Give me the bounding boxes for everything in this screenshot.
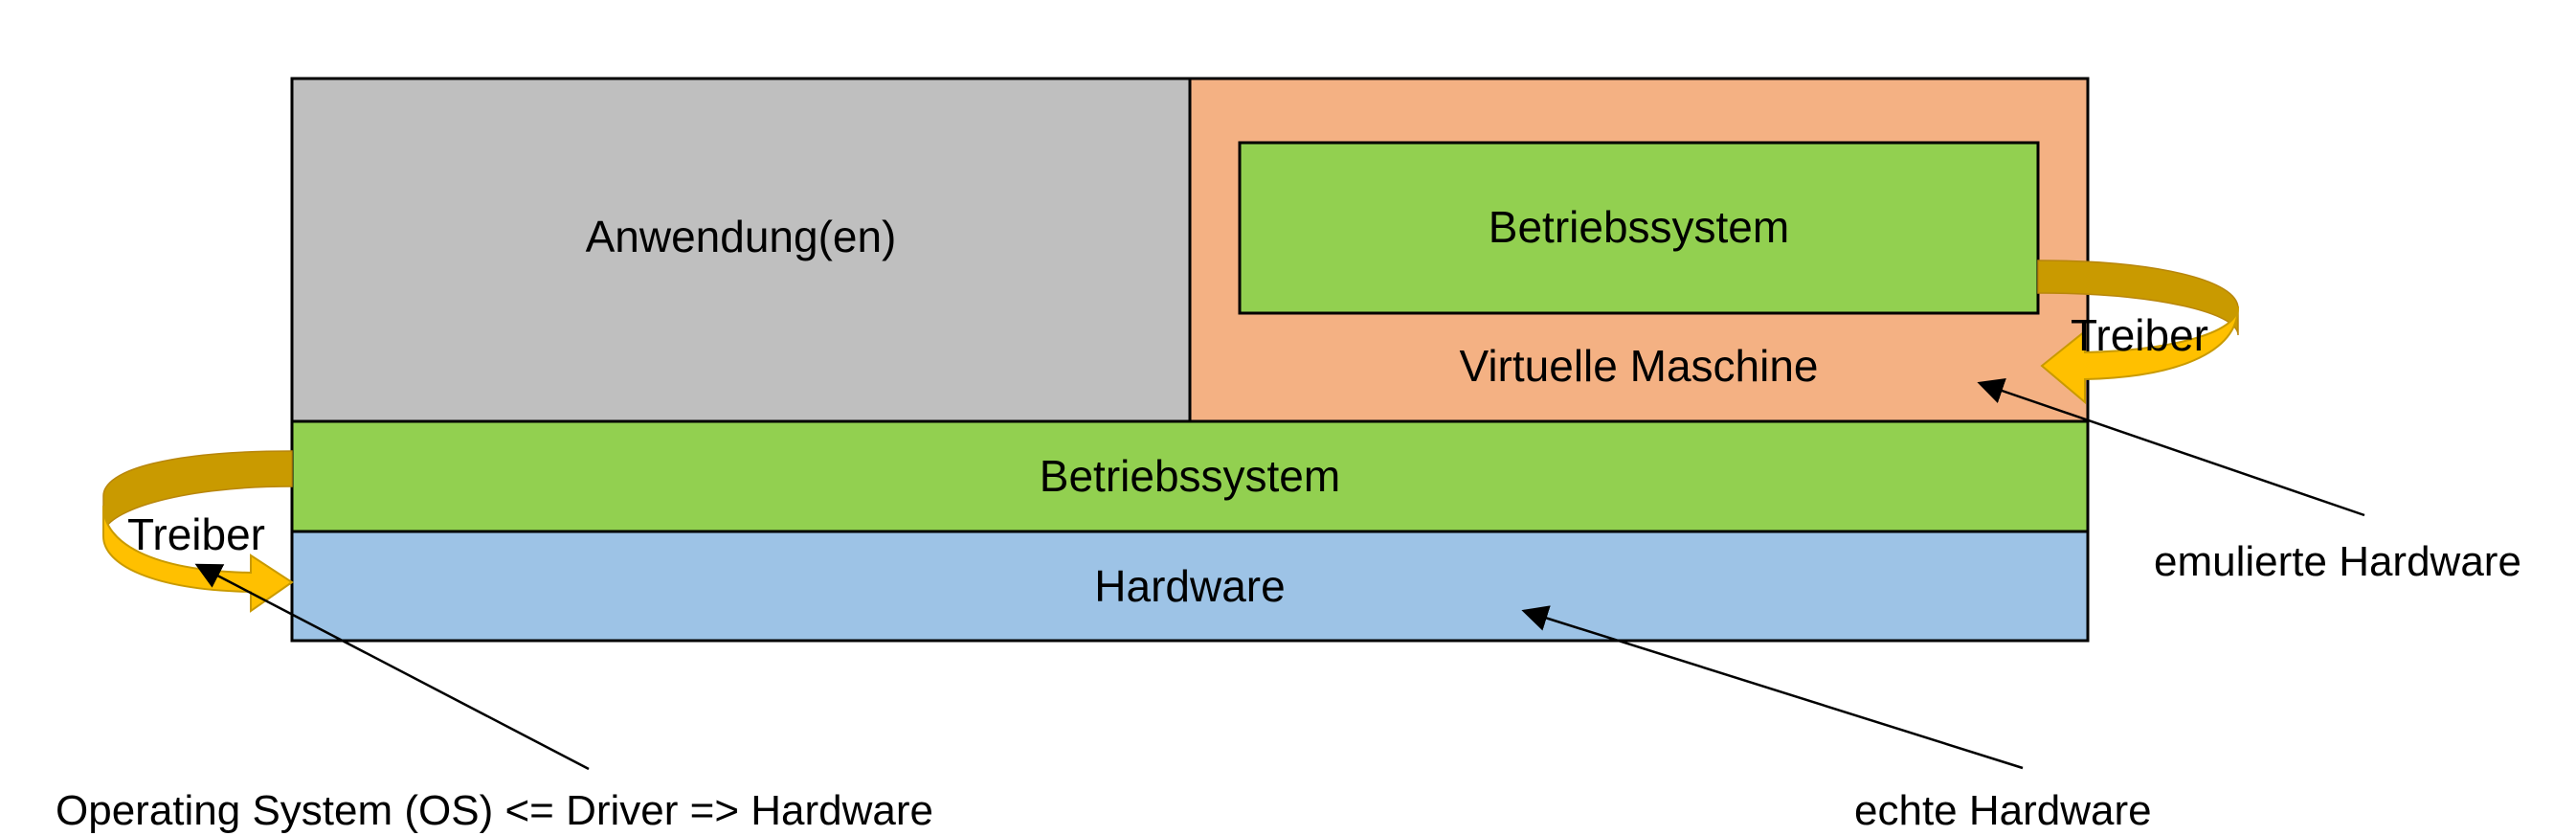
guest-os-box-fill <box>1238 141 2040 315</box>
virtual-machine-label: Virtuelle Maschine <box>1459 341 1818 391</box>
host-driver-label: Treiber <box>127 509 265 559</box>
os-driver-pointer <box>194 563 590 771</box>
guest-driver-arrow-top <box>2037 260 2239 336</box>
guest-os-box: Betriebssystem <box>1238 141 2040 315</box>
real-hardware-pointer <box>1521 605 2024 770</box>
guest-os-label: Betriebssystem <box>1489 202 1789 252</box>
hardware-box: Hardware <box>290 530 2090 643</box>
guest-driver-label: Treiber <box>2071 310 2208 360</box>
host-driver-arrow: Treiber <box>102 450 294 613</box>
os-driver-annotation: Operating System (OS) <= Driver => Hardw… <box>56 787 933 834</box>
applications-box-fill <box>290 77 1192 423</box>
host-driver-arrow-body <box>102 505 294 613</box>
real-hardware-annotation: echte Hardware <box>1854 787 2152 834</box>
applications-box: Anwendung(en) <box>290 77 1192 423</box>
emulated-hardware-pointer <box>1977 378 2365 517</box>
applications-label: Anwendung(en) <box>586 212 897 261</box>
host-os-box: Betriebssystem <box>290 419 2090 533</box>
guest-driver-arrow: Treiber <box>2037 260 2239 405</box>
hardware-box-fill <box>290 530 2090 643</box>
hardware-label: Hardware <box>1094 561 1285 611</box>
emulated-hardware-annotation: emulierte Hardware <box>2154 538 2521 585</box>
host-os-label: Betriebssystem <box>1040 451 1340 501</box>
guest-driver-arrow-body <box>2040 305 2239 405</box>
